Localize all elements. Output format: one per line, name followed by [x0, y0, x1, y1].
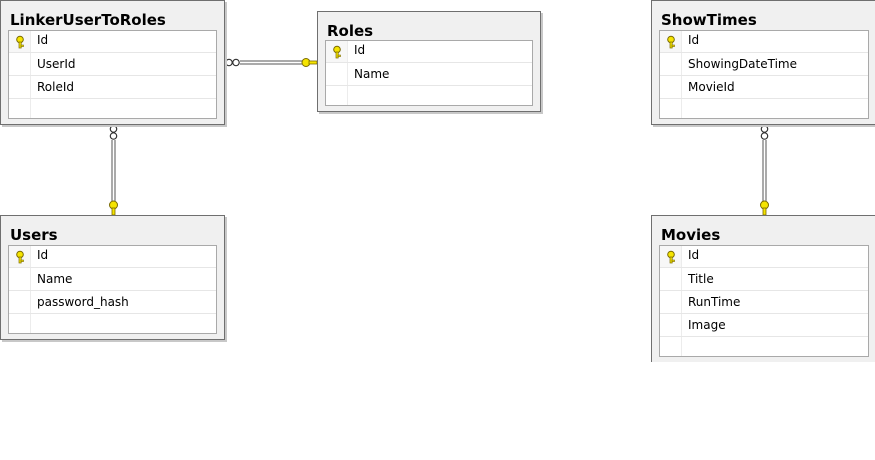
column-row[interactable]: Id [660, 31, 868, 53]
empty-row[interactable] [9, 314, 216, 333]
column-name: MovieId [688, 80, 735, 94]
table-roles[interactable]: Roles Id Name [317, 11, 541, 112]
column-row[interactable]: Image [660, 314, 868, 337]
column-row[interactable]: Id [326, 41, 532, 63]
key-icon [16, 250, 24, 264]
infinity-icon [225, 58, 240, 67]
column-name: UserId [37, 57, 76, 71]
relationship-linker-users [109, 125, 118, 216]
relationship-showtimes-movies [760, 125, 769, 216]
column-row[interactable]: ShowingDateTime [660, 53, 868, 76]
column-list: Id Title RunTime Image [659, 245, 869, 357]
column-name: Name [37, 272, 73, 286]
column-row[interactable]: Id [660, 246, 868, 268]
column-name: RunTime [688, 295, 741, 309]
table-linker-user-to-roles[interactable]: LinkerUserToRoles Id UserId RoleId [0, 0, 225, 125]
table-title: ShowTimes [661, 11, 757, 29]
column-row[interactable]: MovieId [660, 76, 868, 99]
column-row[interactable]: Name [326, 63, 532, 86]
key-icon [667, 35, 675, 49]
empty-row[interactable] [9, 99, 216, 118]
column-name: RoleId [37, 80, 75, 94]
table-showtimes[interactable]: ShowTimes Id ShowingDateTime MovieId [651, 0, 875, 125]
column-name: Id [688, 33, 700, 47]
empty-row[interactable] [326, 86, 532, 105]
table-title: Users [10, 226, 58, 244]
column-row[interactable]: Name [9, 268, 216, 291]
table-users[interactable]: Users Id Name password_hash [0, 215, 225, 340]
column-list: Id Name password_hash [8, 245, 217, 334]
column-list: Id ShowingDateTime MovieId [659, 30, 869, 119]
empty-row[interactable] [660, 99, 868, 118]
column-name: password_hash [37, 295, 129, 309]
column-row[interactable]: Title [660, 268, 868, 291]
empty-row[interactable] [660, 337, 868, 356]
column-name: Title [688, 272, 714, 286]
key-icon [16, 35, 24, 49]
column-row[interactable]: UserId [9, 53, 216, 76]
table-title: Movies [661, 226, 721, 244]
column-row[interactable]: RunTime [660, 291, 868, 314]
column-name: ShowingDateTime [688, 57, 797, 71]
column-list: Id UserId RoleId [8, 30, 217, 119]
table-title: Roles [327, 22, 374, 40]
column-row[interactable]: RoleId [9, 76, 216, 99]
column-name: Id [37, 248, 49, 262]
column-name: Id [37, 33, 49, 47]
key-icon [109, 200, 118, 216]
column-name: Id [688, 248, 700, 262]
column-row[interactable]: password_hash [9, 291, 216, 314]
column-name: Name [354, 67, 390, 81]
key-icon [301, 58, 318, 67]
key-icon [760, 200, 769, 216]
key-icon [333, 45, 341, 59]
relationship-linker-roles [225, 58, 318, 67]
table-title: LinkerUserToRoles [10, 11, 166, 29]
column-list: Id Name [325, 40, 533, 106]
table-movies[interactable]: Movies Id Title RunTime Image [651, 215, 875, 362]
infinity-icon [760, 125, 769, 140]
key-icon [667, 250, 675, 264]
column-name: Image [688, 318, 726, 332]
column-row[interactable]: Id [9, 31, 216, 53]
column-name: Id [354, 43, 366, 57]
column-row[interactable]: Id [9, 246, 216, 268]
infinity-icon [109, 125, 118, 140]
